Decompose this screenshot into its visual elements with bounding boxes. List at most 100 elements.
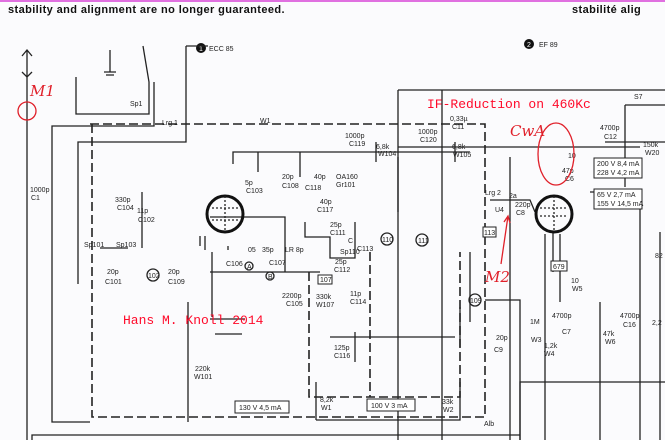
svg-text:25p: 25p	[335, 259, 347, 266]
supply-box-200v: 200 V 8,4 mA 228 V 4,2 mA	[593, 157, 643, 179]
supply-box-130v: 130 V 4,5 mA	[234, 400, 290, 414]
svg-text:1: 1	[199, 46, 203, 53]
svg-text:228 V 4,2 mA: 228 V 4,2 mA	[597, 170, 640, 177]
svg-text:C107: C107	[269, 260, 286, 267]
svg-text:11p: 11p	[350, 291, 361, 298]
svg-text:W1: W1	[260, 118, 271, 125]
svg-text:C119: C119	[349, 141, 365, 148]
svg-text:C106: C106	[226, 261, 243, 268]
svg-text:40p: 40p	[320, 199, 332, 206]
annotation-m1: M1	[29, 82, 55, 100]
svg-text:S7: S7	[634, 94, 643, 101]
svg-text:4700p: 4700p	[600, 125, 620, 132]
svg-text:10: 10	[571, 278, 579, 285]
svg-text:W105: W105	[453, 152, 471, 159]
tube-ecc85	[205, 194, 245, 234]
annotation-if-reduction: IF-Reduction on 460Kc	[427, 97, 591, 112]
svg-text:47p: 47p	[562, 168, 574, 175]
svg-text:113: 113	[484, 230, 495, 237]
svg-text:C108: C108	[282, 183, 299, 190]
svg-text:107: 107	[320, 277, 332, 284]
svg-text:Sp1: Sp1	[130, 101, 143, 108]
svg-text:20p: 20p	[282, 174, 294, 181]
svg-text:330p: 330p	[115, 197, 131, 204]
svg-text:6,8k: 6,8k	[452, 144, 466, 151]
svg-text:6,8k: 6,8k	[376, 144, 390, 151]
header-notice-right: stabilité alig	[572, 4, 641, 16]
svg-text:2200p: 2200p	[282, 293, 302, 300]
svg-text:130 V 4,5 mA: 130 V 4,5 mA	[239, 405, 282, 412]
svg-text:35p: 35p	[262, 247, 274, 254]
svg-text:11p: 11p	[137, 208, 148, 215]
svg-text:109: 109	[470, 298, 482, 305]
svg-text:Sp103: Sp103	[116, 242, 136, 249]
svg-text:C6: C6	[565, 176, 574, 183]
svg-text:47k: 47k	[603, 331, 615, 338]
svg-text:W6: W6	[605, 339, 616, 346]
svg-text:C105: C105	[286, 301, 303, 308]
svg-text:C109: C109	[168, 279, 185, 286]
tube-2-heading: 2 EF 89	[524, 39, 558, 49]
svg-text:C116: C116	[334, 353, 350, 360]
svg-text:U4: U4	[495, 207, 504, 214]
svg-text:W5: W5	[572, 286, 583, 293]
svg-text:C114: C114	[350, 299, 366, 306]
svg-text:82: 82	[655, 253, 663, 260]
svg-text:1000p: 1000p	[30, 187, 50, 194]
svg-text:C102: C102	[138, 217, 155, 224]
svg-text:Sp110: Sp110	[340, 249, 360, 256]
svg-text:C11: C11	[452, 124, 464, 131]
svg-text:2,2: 2,2	[652, 320, 662, 327]
svg-text:C120: C120	[420, 137, 437, 144]
svg-text:220k: 220k	[195, 366, 211, 373]
svg-text:W20: W20	[645, 150, 660, 157]
shield-outline	[90, 123, 486, 418]
cwa-highlight-ellipse	[537, 122, 575, 186]
svg-text:102: 102	[148, 273, 160, 280]
svg-text:150k: 150k	[643, 142, 659, 149]
svg-text:B: B	[268, 274, 273, 281]
svg-text:C9: C9	[494, 347, 503, 354]
svg-text:W4: W4	[544, 351, 555, 358]
svg-text:C8: C8	[516, 210, 525, 217]
svg-text:25p: 25p	[330, 222, 342, 229]
tube-2-type: EF 89	[539, 42, 558, 49]
annotation-cwa: CwA	[510, 122, 545, 140]
svg-text:155 V 14,5 mA: 155 V 14,5 mA	[597, 201, 644, 208]
svg-text:W1: W1	[321, 405, 332, 412]
svg-text:5p: 5p	[245, 180, 253, 187]
svg-text:C118: C118	[305, 185, 321, 192]
svg-text:C113: C113	[357, 246, 373, 253]
svg-text:4700p: 4700p	[620, 313, 640, 320]
svg-text:C117: C117	[317, 207, 333, 214]
svg-text:10: 10	[568, 153, 576, 160]
svg-text:679: 679	[553, 264, 565, 271]
svg-text:220p: 220p	[515, 202, 531, 209]
svg-text:Lrg 2: Lrg 2	[485, 190, 501, 197]
svg-text:C1: C1	[31, 195, 40, 202]
svg-text:C7: C7	[562, 329, 571, 336]
svg-text:A: A	[247, 264, 252, 271]
svg-text:33k: 33k	[442, 399, 454, 406]
svg-text:330k: 330k	[316, 294, 332, 301]
svg-text:Lrg 1: Lrg 1	[162, 120, 178, 127]
svg-text:C104: C104	[117, 205, 134, 212]
svg-text:100 V 3 mA: 100 V 3 mA	[371, 403, 408, 410]
m1-measure-point	[17, 101, 37, 121]
svg-text:W107: W107	[316, 302, 334, 309]
svg-text:125p: 125p	[334, 345, 350, 352]
svg-text:W2: W2	[443, 407, 454, 414]
svg-text:65 V 2,7 mA: 65 V 2,7 mA	[597, 192, 636, 199]
svg-text:1000p: 1000p	[345, 133, 365, 140]
svg-text:2: 2	[527, 42, 531, 49]
svg-text:110: 110	[382, 237, 393, 244]
svg-text:LR 8p: LR 8p	[285, 247, 304, 254]
svg-text:Alb: Alb	[484, 421, 494, 428]
svg-text:C101: C101	[105, 279, 122, 286]
svg-text:4700p: 4700p	[552, 313, 572, 320]
svg-text:200 V 8,4 mA: 200 V 8,4 mA	[597, 161, 640, 168]
credit-text: Hans M. Knoll 2014	[123, 313, 264, 328]
svg-text:05: 05	[248, 247, 256, 254]
svg-text:C: C	[348, 238, 353, 245]
